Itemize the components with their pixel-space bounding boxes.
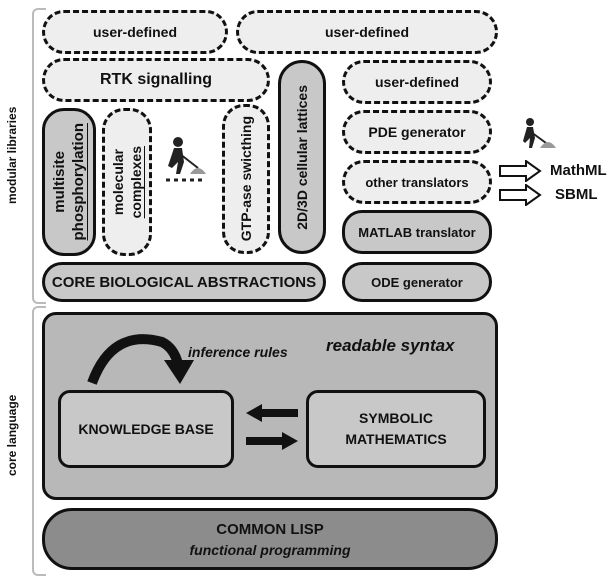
common-lisp: COMMON LISP functional programming <box>42 508 498 570</box>
pde-generator: PDE generator <box>342 110 492 154</box>
inference-rules-label: inference rules <box>188 344 288 360</box>
arrow-right-icon <box>246 432 298 450</box>
knowledge-base: KNOWLEDGE BASE <box>58 390 234 468</box>
core-biological-abstractions: CORE BIOLOGICAL ABSTRACTIONS <box>42 262 326 302</box>
matlab-translator: MATLAB translator <box>342 210 492 254</box>
rtk-signalling: RTK signalling <box>42 58 270 102</box>
user-defined-small: user-defined <box>342 60 492 104</box>
modular-libraries-label: modular libraries <box>5 106 19 204</box>
ode-generator: ODE generator <box>342 262 492 302</box>
sbml-label: SBML <box>555 186 598 203</box>
worker-shovel-icon <box>166 137 206 182</box>
other-translators: other translators <box>342 160 492 204</box>
arrow-left-icon <box>246 404 298 422</box>
cellular-lattices: 2D/3D cellular lattices <box>278 60 326 254</box>
mathml-label: MathML <box>550 162 607 179</box>
molecular-complexes: molecular complexes <box>102 108 152 256</box>
symbolic-mathematics: SYMBOLIC MATHEMATICS <box>306 390 486 468</box>
worker-shovel-icon <box>523 118 556 148</box>
arrow-right-icon <box>499 160 542 182</box>
core-language-bracket <box>32 306 46 576</box>
gtp-ase-switching: GTP-ase swicthing <box>222 104 270 254</box>
multisite-phosphorylation: multisite phosphorylation <box>42 108 96 256</box>
readable-syntax-label: readable syntax <box>326 336 455 355</box>
core-language-label: core language <box>5 394 19 476</box>
modular-libraries-bracket <box>32 8 46 304</box>
user-defined-left: user-defined <box>42 10 228 54</box>
curved-arrow-icon <box>87 334 194 385</box>
user-defined-right: user-defined <box>236 10 498 54</box>
arrow-right-icon <box>499 184 542 206</box>
